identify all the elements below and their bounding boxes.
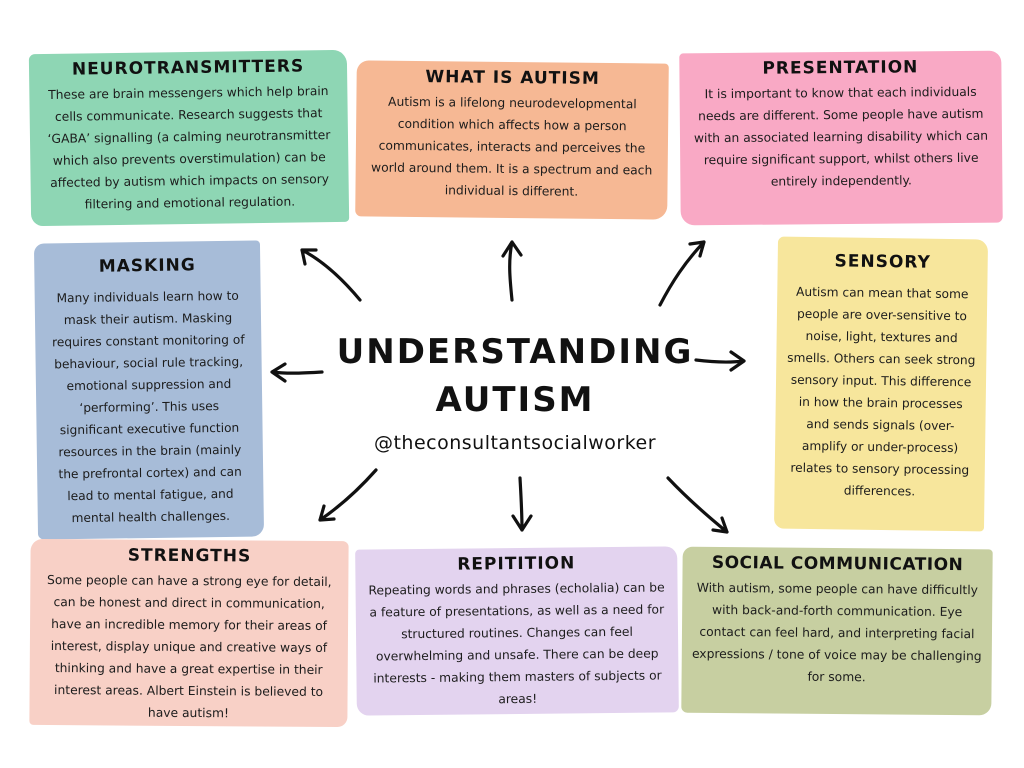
card-body: Some people can have a strong eye for de…: [47, 573, 332, 721]
card-title: NEUROTRANSMITTERS: [71, 56, 305, 80]
card-sensory: SENSORY Autism can mean that some people…: [773, 236, 989, 532]
card-title: STRENGTHS: [127, 545, 252, 567]
main-title-line-2: AUTISM: [435, 380, 595, 420]
card-body: It is important to know that each indivi…: [693, 84, 989, 189]
card-body: These are brain messengers which help br…: [47, 84, 331, 212]
arrow-to-presentation: [658, 240, 706, 307]
card-repitition: REPITITION Repeating words and phrases (…: [355, 546, 679, 716]
arrow-to-neurotransmitters: [300, 248, 362, 302]
card-social-communication: SOCIAL COMMUNICATION With autism, some p…: [681, 546, 993, 716]
card-title: SENSORY: [834, 251, 931, 273]
author-handle: @theconsultantsocialworker: [373, 432, 657, 454]
card-masking: MASKING Many individuals learn how to ma…: [33, 240, 265, 540]
card-title: MASKING: [98, 255, 196, 277]
card-what-is-autism: WHAT IS AUTISM Autism is a lifelong neur…: [355, 60, 669, 220]
main-title-line-1: UNDERSTANDING: [336, 332, 694, 372]
card-body: Autism is a lifelong neurodevelopmental …: [371, 94, 653, 199]
card-body: Repeating words and phrases (echolalia) …: [368, 580, 665, 707]
arrow-to-strengths: [318, 468, 378, 522]
arrow-to-social-communication: [666, 476, 729, 534]
card-title: WHAT IS AUTISM: [425, 67, 600, 89]
card-neurotransmitters: NEUROTRANSMITTERS These are brain messen…: [28, 49, 350, 227]
card-body: Many individuals learn how to mask their…: [51, 288, 245, 526]
arrow-to-repitition: [511, 476, 533, 532]
arrow-to-sensory: [694, 350, 746, 372]
main-title: UNDERSTANDING AUTISM: [330, 328, 700, 424]
card-strengths: STRENGTHS Some people can have a strong …: [29, 538, 349, 728]
card-title: PRESENTATION: [762, 57, 919, 79]
arrow-to-masking: [270, 362, 324, 383]
card-body: With autism, some people can have diffic…: [691, 580, 982, 685]
central-title-block: UNDERSTANDING AUTISM @theconsultantsocia…: [330, 328, 700, 454]
card-title: SOCIAL COMMUNICATION: [711, 552, 964, 576]
card-title: REPITITION: [457, 553, 576, 575]
arrow-to-what-is-autism: [501, 240, 523, 302]
card-body: Autism can mean that some people are ove…: [787, 284, 976, 499]
card-presentation: PRESENTATION It is important to know tha…: [679, 50, 1003, 226]
